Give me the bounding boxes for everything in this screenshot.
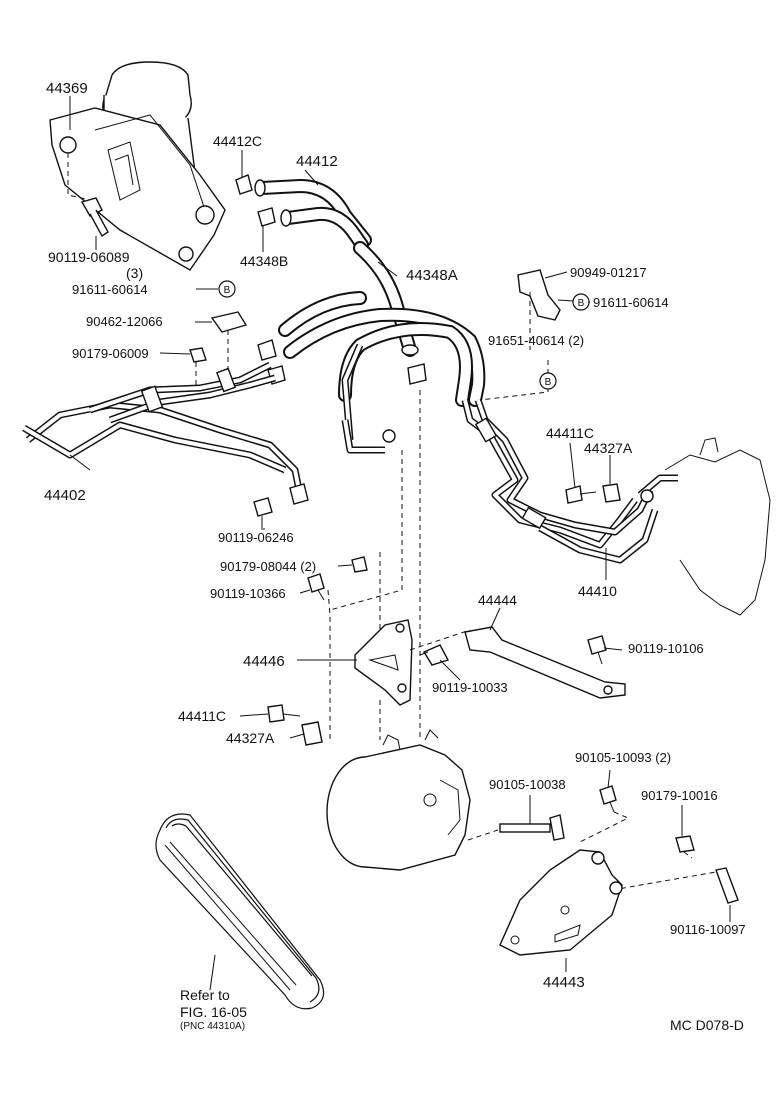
- label-44327A-bottom: 44327A: [226, 730, 275, 746]
- bolt-90119-10106: [587, 635, 607, 665]
- bracket-44444: [464, 626, 626, 699]
- nut-90179-10016: [675, 835, 695, 853]
- clamp-44348B: [257, 207, 276, 245]
- label-44411C-bottom: 44411C: [178, 708, 226, 724]
- diagram-code: MC D078-D: [670, 1017, 744, 1033]
- nut-90179-08044: [351, 556, 368, 573]
- reservoir-assembly: [49, 61, 226, 271]
- bolt-44411C-bottom: [267, 704, 301, 723]
- label-44402: 44402: [44, 487, 86, 504]
- label-44412: 44412: [296, 153, 338, 170]
- label-90179-08044: 90179-08044 (2): [220, 559, 316, 574]
- label-44369: 44369: [46, 80, 88, 97]
- label-91611-60614-left: 91611-60614: [72, 282, 148, 297]
- bolt-90119-06089: [80, 197, 109, 250]
- clamp-90949-01217: [517, 269, 561, 350]
- clip-90462-12066: [210, 311, 248, 370]
- svg-text:B: B: [224, 285, 231, 296]
- reference-mark-b-left: B: [218, 280, 236, 298]
- bolt-90119-06246: [253, 497, 273, 530]
- label-91651-40614: 91651-40614 (2): [488, 333, 584, 348]
- nut-44327A-bottom: [301, 721, 323, 746]
- label-44348A: 44348A: [406, 267, 458, 284]
- return-tube-44410: [341, 343, 678, 564]
- bolt-44411C-top: [565, 485, 597, 504]
- hose-44348A: [278, 241, 486, 407]
- label-44327A-top: 44327A: [584, 440, 633, 456]
- svg-text:B: B: [578, 298, 585, 309]
- label-44348B: 44348B: [240, 253, 288, 269]
- bracket-44446: [354, 619, 413, 706]
- label-90949-01217: 90949-01217: [570, 265, 647, 280]
- label-44410: 44410: [578, 583, 617, 599]
- bolt-90119-10366: [307, 573, 325, 601]
- label-44444: 44444: [478, 592, 517, 608]
- label-44411C-top: 44411C: [546, 425, 594, 441]
- bolt-90105-10093: [599, 785, 617, 813]
- svg-text:B: B: [545, 377, 552, 388]
- label-90119-10033: 90119-10033: [432, 680, 508, 695]
- pressure-tube-44402: [22, 361, 309, 505]
- stud-90116-10097: [715, 867, 739, 904]
- label-90119-06246: 90119-06246: [218, 530, 294, 545]
- label-91611-60614-right: 91611-60614: [593, 295, 669, 310]
- label-90105-10038: 90105-10038: [489, 777, 566, 792]
- label-90105-10093: 90105-10093 (2): [575, 750, 671, 765]
- power-steering-pump: [326, 729, 471, 871]
- refer-note-line3: (PNC 44310A): [180, 1021, 245, 1032]
- refer-note-line1: Refer to: [180, 987, 230, 1003]
- label-44412C: 44412C: [213, 133, 262, 149]
- reference-mark-b-pipe: B: [539, 372, 557, 390]
- drive-belt: [155, 813, 325, 1010]
- hose-clamps-lower: [257, 339, 427, 385]
- leader-lines: [69, 96, 731, 972]
- label-90119-06089: 90119-06089: [48, 249, 130, 265]
- label-44443: 44443: [543, 974, 585, 991]
- nut-44327A-top: [602, 483, 621, 503]
- bolt-90119-10033: [419, 644, 450, 666]
- label-90119-10366: 90119-10366: [210, 586, 286, 601]
- label-90179-10016: 90179-10016: [641, 788, 718, 803]
- nut-90179-06009: [189, 347, 207, 388]
- refer-note-line2: FIG. 16-05: [180, 1004, 247, 1020]
- label-90179-06009: 90179-06009: [72, 346, 149, 361]
- bracket-44443: [499, 849, 623, 956]
- steering-gear-housing: [664, 437, 771, 616]
- bolt-90105-10038: [499, 814, 565, 841]
- label-90462-12066: 90462-12066: [86, 314, 163, 329]
- label-90119-06089-qty: (3): [126, 265, 143, 281]
- label-44446: 44446: [243, 653, 285, 670]
- label-90119-10106: 90119-10106: [628, 641, 704, 656]
- reference-mark-b-right: B: [572, 293, 590, 311]
- label-90116-10097: 90116-10097: [670, 922, 746, 937]
- hose-44412: [254, 178, 372, 252]
- clamp-44412C: [235, 174, 253, 195]
